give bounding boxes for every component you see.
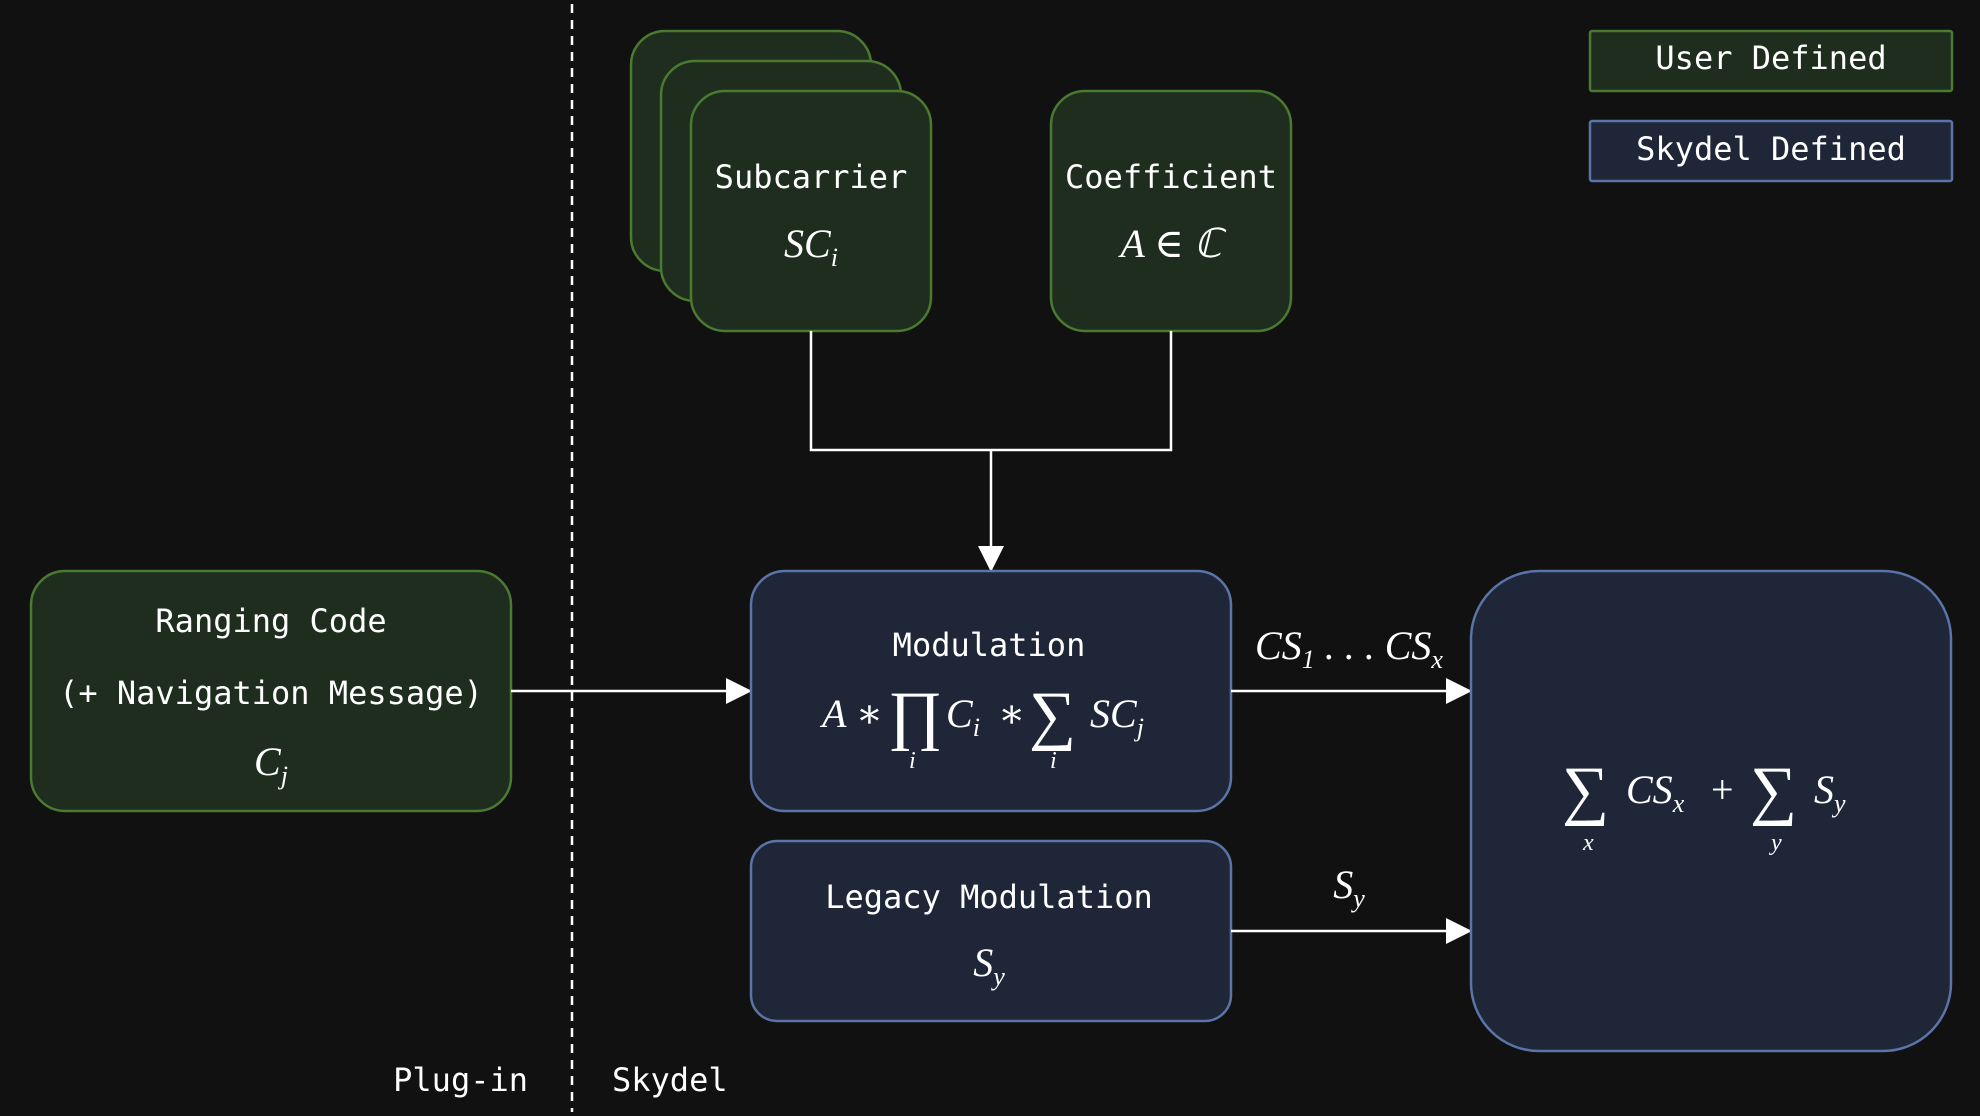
edge-sy-label: Sy bbox=[1333, 862, 1365, 913]
legacy-modulation-title: Legacy Modulation bbox=[825, 878, 1153, 916]
plugin-region-label: Plug-in bbox=[393, 1061, 528, 1099]
merge-connector bbox=[809, 331, 1173, 452]
output-s-term: Sy bbox=[1814, 767, 1846, 818]
output-plus: + bbox=[1711, 767, 1734, 812]
legacy-modulation-symbol: Sy bbox=[973, 940, 1005, 991]
skydel-region-label: Skydel bbox=[612, 1061, 728, 1099]
legacy-modulation-node: Legacy Modulation Sy bbox=[749, 839, 1233, 1023]
output-sum-x-symbol: ∑ bbox=[1562, 754, 1609, 827]
coefficient-symbol: A ∈ ℂ bbox=[1117, 221, 1226, 266]
modulation-formula: A ∗ ∏ i Ci ∗ ∑ i SCj bbox=[819, 679, 1144, 774]
legacy-modulation-box bbox=[749, 839, 1233, 1023]
subcarrier-title: Subcarrier bbox=[715, 158, 908, 196]
ranging-code-title: Ranging Code bbox=[155, 602, 386, 640]
legend-skydel-swatch bbox=[1588, 119, 1954, 183]
modulation-times: ∗ bbox=[998, 691, 1025, 736]
ranging-code-node: Ranging Code (+ Navigation Message) Cj bbox=[29, 569, 513, 813]
subcarrier-symbol: SCi bbox=[784, 221, 838, 272]
output-sum-y-index: y bbox=[1769, 830, 1782, 856]
subcarrier-stack-front bbox=[689, 89, 933, 333]
modulation-product-symbol: ∏ bbox=[888, 679, 942, 752]
subcarrier-node: Subcarrier SCi bbox=[629, 29, 933, 333]
coefficient-node: Coefficient A ∈ ℂ bbox=[1049, 89, 1293, 333]
modulation-title: Modulation bbox=[893, 626, 1086, 664]
output-box bbox=[1469, 569, 1953, 1053]
ranging-code-subtitle: (+ Navigation Message) bbox=[59, 674, 483, 712]
legend: User Defined Skydel Defined bbox=[1588, 29, 1954, 183]
legend-skydel-label: Skydel Defined bbox=[1636, 130, 1906, 168]
coefficient-box bbox=[1049, 89, 1293, 333]
output-sum-x-index: x bbox=[1582, 830, 1594, 856]
output-formula: ∑ x CSx + ∑ y Sy bbox=[1562, 754, 1846, 856]
modulation-product-index: i bbox=[909, 748, 916, 774]
ranging-code-symbol: Cj bbox=[254, 739, 288, 790]
modulation-sum-index: i bbox=[1050, 748, 1057, 774]
modulation-node: Modulation A ∗ ∏ i Ci ∗ ∑ i SCj bbox=[749, 569, 1233, 813]
output-sum-y-symbol: ∑ bbox=[1750, 754, 1797, 827]
output-node: ∑ x CSx + ∑ y Sy bbox=[1469, 569, 1953, 1053]
modulation-code-term: Ci bbox=[946, 691, 980, 742]
modulation-subcarrier-term: SCj bbox=[1090, 691, 1144, 742]
edge-cs-label: CS1 . . . CSx bbox=[1255, 623, 1443, 674]
coefficient-title: Coefficient bbox=[1065, 158, 1277, 196]
modulation-coefficient-term: A ∗ bbox=[819, 691, 883, 736]
modulation-sum-symbol: ∑ bbox=[1029, 679, 1076, 752]
legend-user-label: User Defined bbox=[1655, 39, 1886, 77]
legend-user-swatch bbox=[1588, 29, 1954, 93]
output-cs-term: CSx bbox=[1626, 767, 1685, 818]
